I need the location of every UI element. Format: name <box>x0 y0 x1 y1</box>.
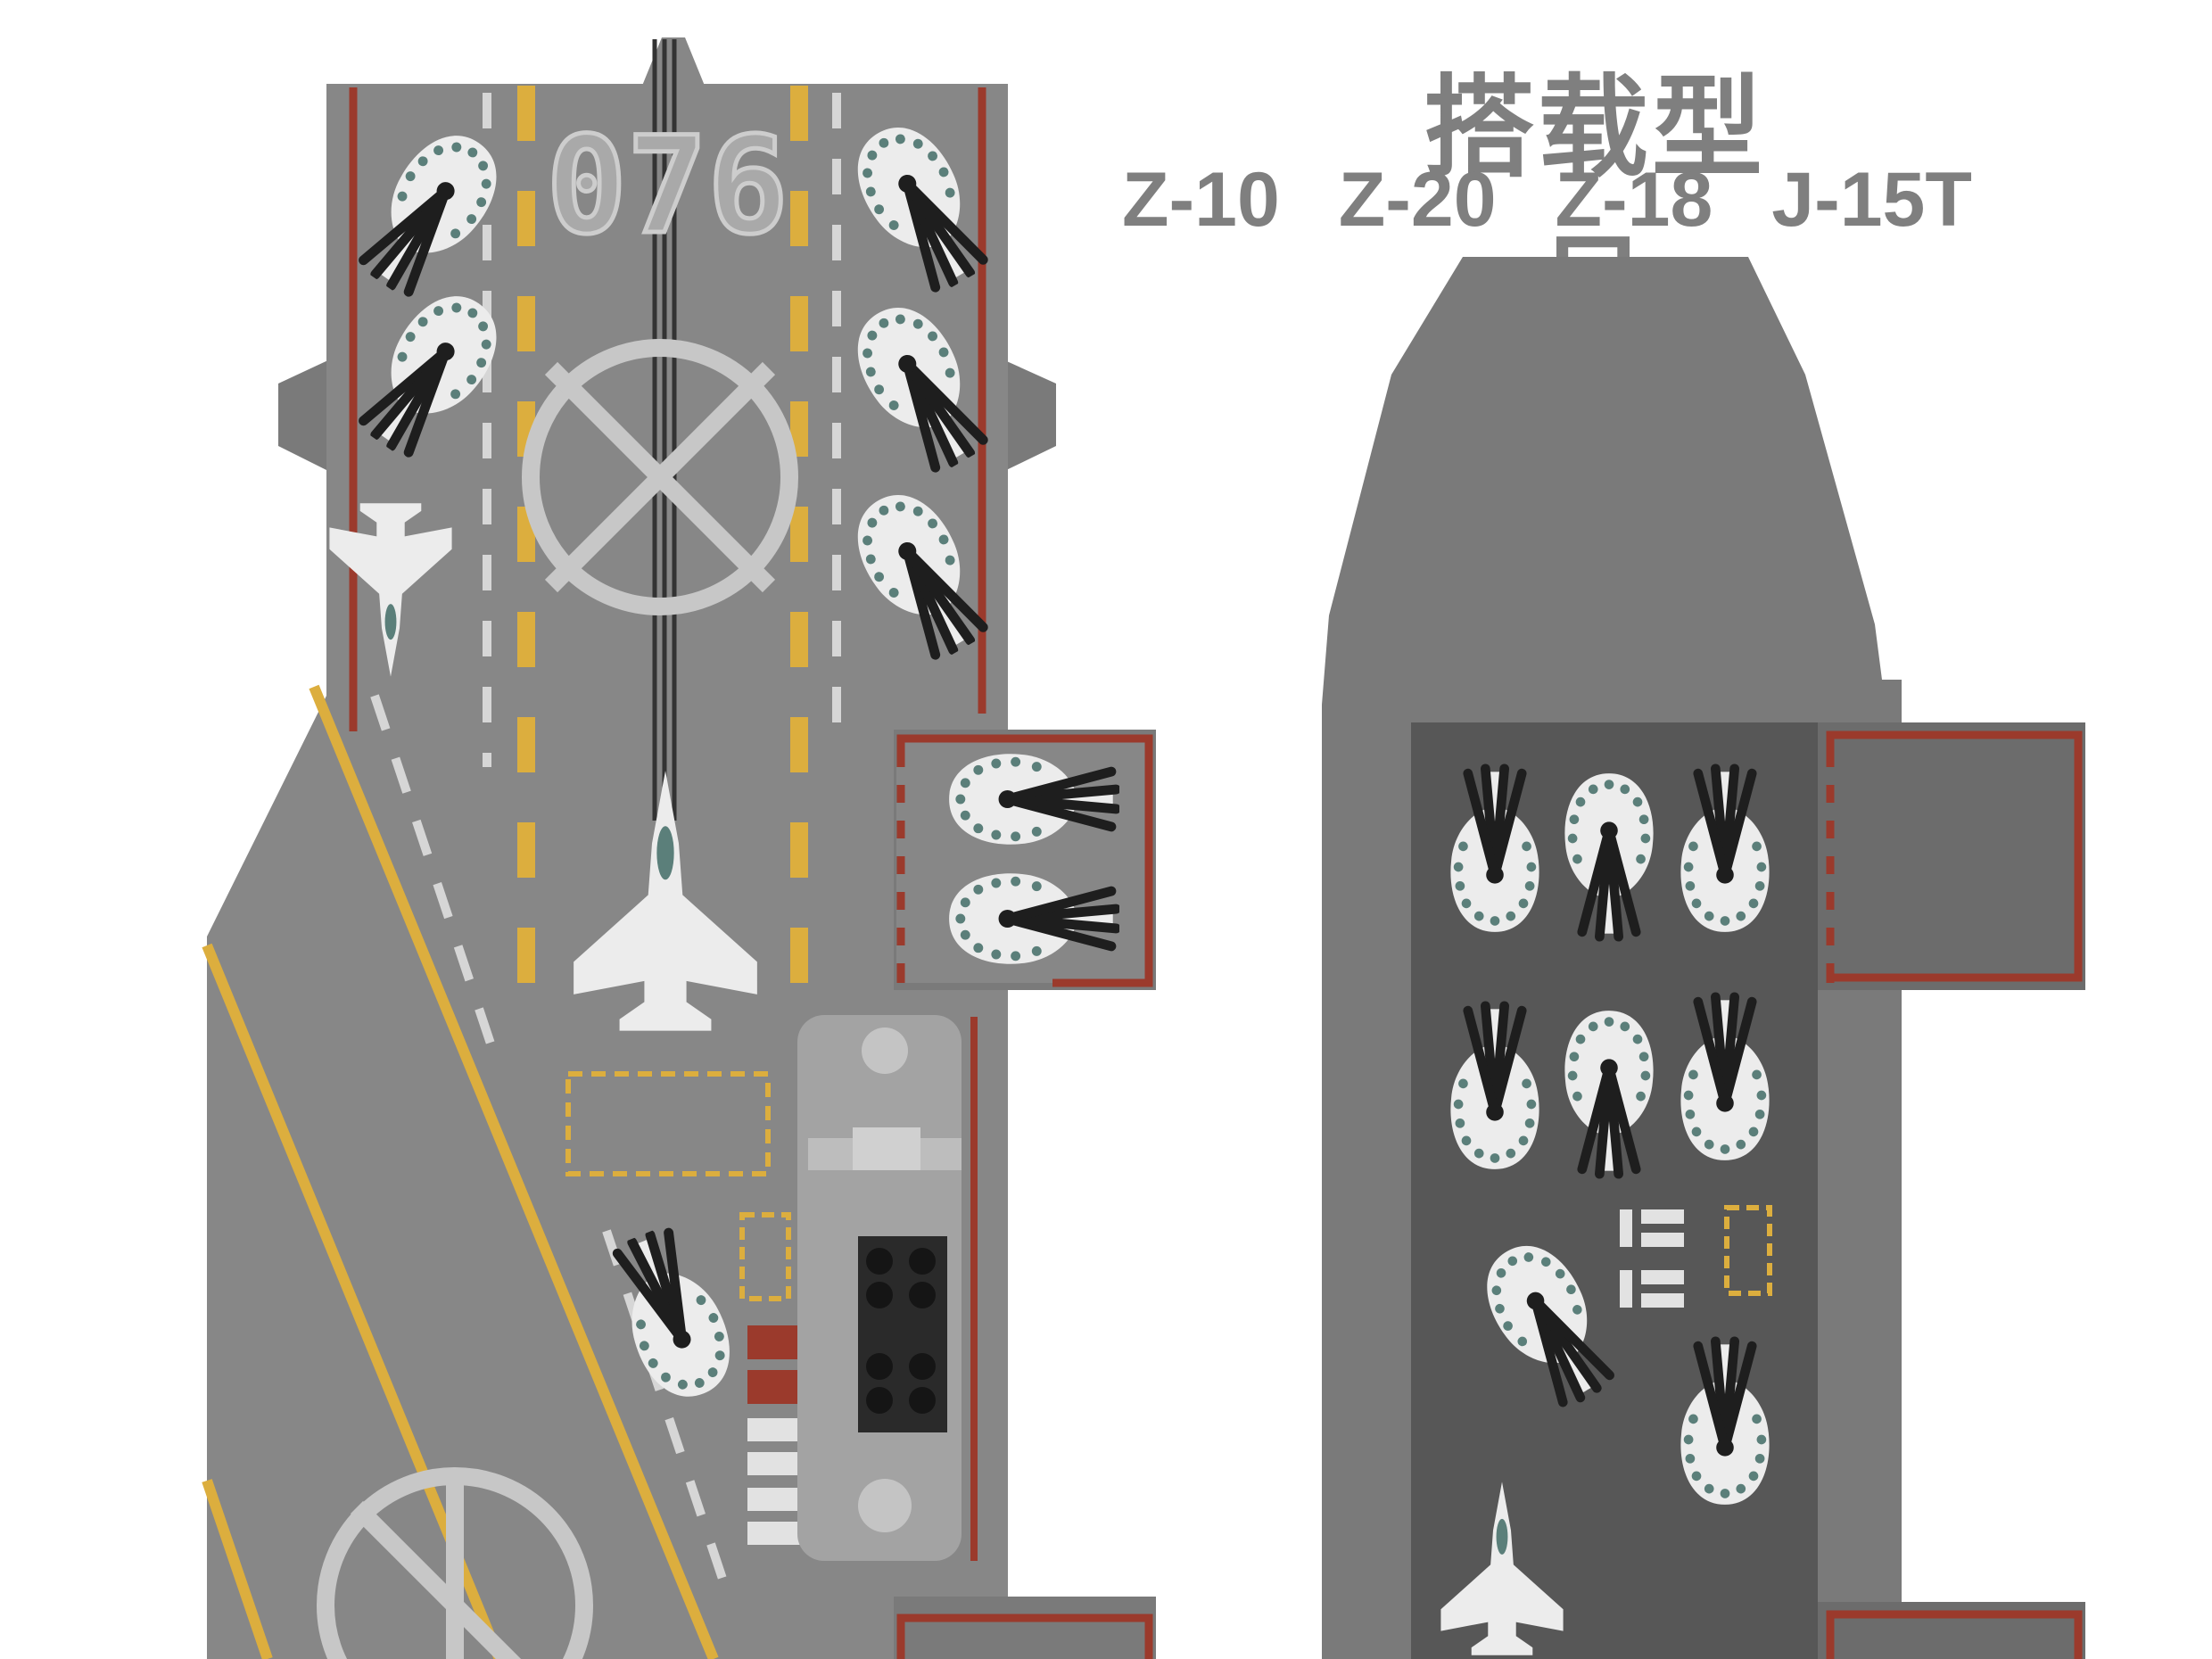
lower-landing-spot <box>317 1467 593 1659</box>
island <box>797 1015 978 1561</box>
model-label: Z-20 <box>1338 157 1497 243</box>
small-parking-box <box>739 1212 791 1301</box>
deck-equipment-white <box>747 1418 806 1545</box>
centerline <box>652 39 677 821</box>
angled-line-edge <box>202 1479 273 1659</box>
model-label: Z-18 <box>1555 157 1713 243</box>
model-label: Z-10 <box>1122 157 1280 243</box>
model-label: J-15T <box>1771 157 1972 243</box>
hangar-elevator <box>1818 722 2085 990</box>
hull-number: 076 <box>547 109 788 264</box>
deck-equipment-red <box>747 1370 806 1404</box>
aft-hangar-elevator <box>1818 1602 2085 1659</box>
angled-line-outer <box>309 684 719 1659</box>
flight-deck: 076 <box>202 37 1156 1659</box>
port-sponson <box>278 359 332 473</box>
aft-deck-elevator <box>894 1597 1156 1659</box>
parking-box <box>565 1071 771 1176</box>
hangar-equipment-white <box>1620 1209 1684 1308</box>
hangar-parking-box <box>1724 1205 1772 1296</box>
starboard-sponson <box>1001 359 1056 473</box>
deck-equipment-red <box>747 1325 806 1359</box>
hangar-deck <box>1322 257 2085 1659</box>
landing-spot-marker <box>522 339 798 615</box>
model-list: Z-10 Z-20 Z-18 J-15T <box>1122 156 2085 244</box>
